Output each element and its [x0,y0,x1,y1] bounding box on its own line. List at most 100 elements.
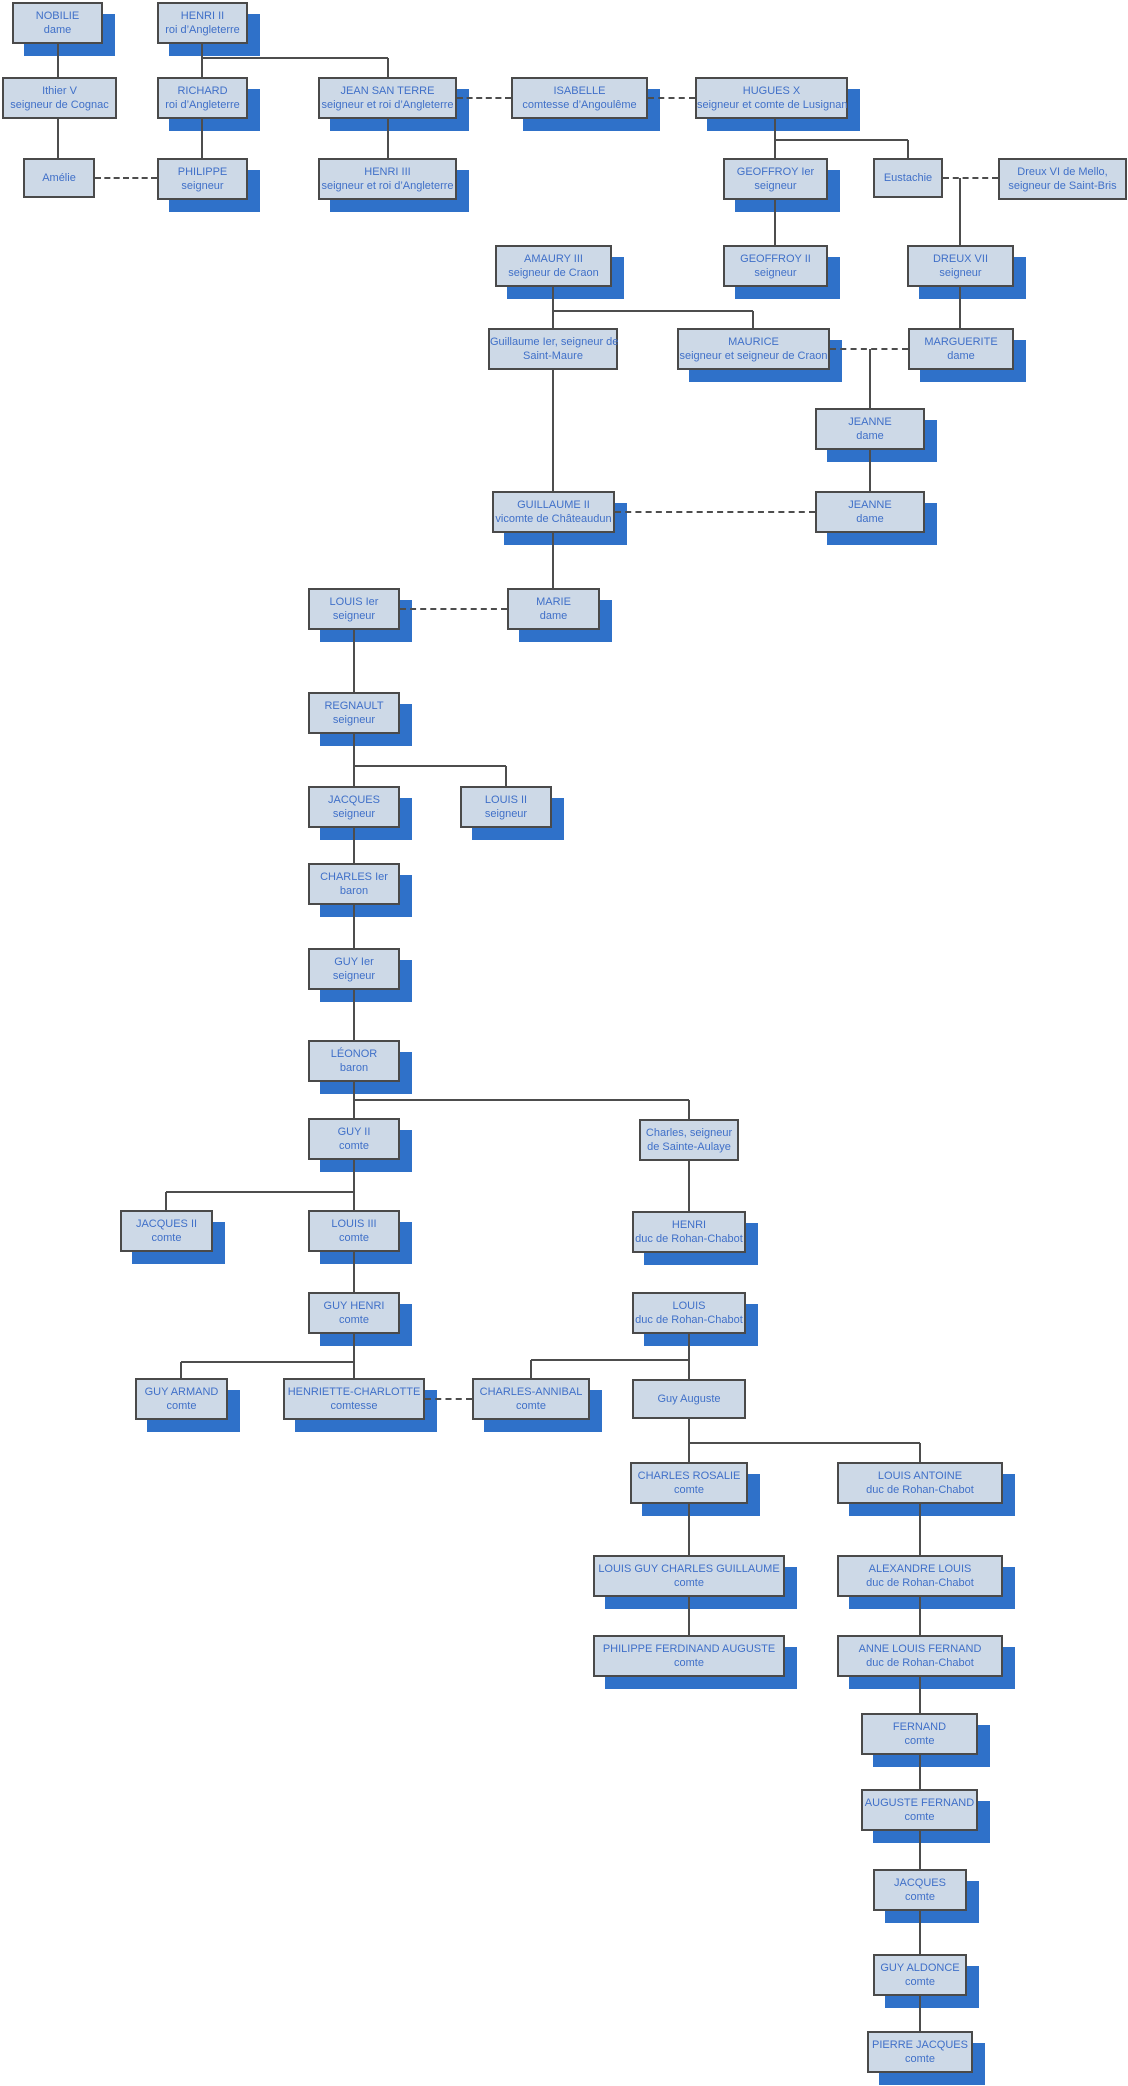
person-name: HUGUES X [742,85,801,97]
marriage-dashed-line [830,348,908,350]
person-title: comte [166,1400,197,1412]
person-name: HENRI II [180,10,225,22]
person-node-marguerite[interactable]: MARGUERITE dame [908,328,1014,370]
descent-connector-line [353,828,355,863]
descent-connector-line [688,1334,690,1379]
person-name: Dreux VI de Mello, [1017,166,1108,178]
descent-connector-line [919,1911,921,1954]
person-name: ANNE LOUIS FERNAND [858,1643,982,1655]
person-title: comte [151,1232,182,1244]
descent-connector-line [353,1160,355,1210]
descent-connector-line [201,44,203,77]
person-title: comte [674,1657,704,1669]
descent-connector-line [907,140,909,158]
person-title: comtesse d’Angoulême [522,99,637,111]
descent-connector-line [869,349,871,408]
person-node-jacques-ii[interactable]: JACQUES II comte [120,1210,213,1252]
person-name: GEOFFROY Ier [736,166,815,178]
person-title: comte [516,1400,546,1412]
person-name: DREUX VII [932,253,988,265]
descent-connector-line [531,1359,689,1361]
person-name: JEANNE [848,499,892,511]
person-title: seigneur [332,714,376,726]
person-name: GEOFFROY II [740,253,811,265]
person-title: baron [339,885,369,897]
person-name: GUY Ier [334,956,374,968]
person-title: comte [905,1976,935,1988]
descent-connector-line [688,1504,690,1555]
person-title: vicomte de Châteaudun [495,513,612,525]
person-name: Guillaume Ier, seigneur de [490,336,619,348]
person-node-guy-auguste: Guy Auguste [632,1379,746,1419]
person-name: LOUIS ANTOINE [877,1470,963,1482]
person-title: seigneur et comte de Lusignan [697,99,848,111]
descent-connector-line [959,287,961,328]
descent-connector-line [57,44,59,77]
descent-connector-line [166,1191,354,1193]
person-name: JACQUES II [135,1218,198,1230]
person-title: seigneur de Cognac [10,99,109,111]
person-node-hugues-x[interactable]: HUGUES X seigneur et comte de Lusignan [695,77,848,119]
person-title: duc de Rohan-Chabot [866,1577,974,1589]
descent-connector-line [180,1362,182,1378]
descent-connector-line [774,200,776,245]
person-name: MARGUERITE [924,336,998,348]
person-title: comtesse [330,1400,378,1412]
person-title: dame [947,350,975,362]
person-name: AUGUSTE FERNAND [864,1797,975,1809]
person-title: seigneur et roi d’Angleterre [321,99,454,111]
person-title: roi d’Angleterre [165,99,240,111]
descent-connector-line [353,734,355,786]
descent-connector-line [181,1361,354,1363]
person-name: HENRIETTE-CHARLOTTE [287,1386,421,1398]
person-title: seigneur [484,808,528,820]
person-name: PHILIPPE [177,166,228,178]
person-name: JEANNE [848,416,892,428]
person-node-henriette-charlotte[interactable]: HENRIETTE-CHARLOTTE comtesse [283,1378,425,1420]
person-title: baron [339,1062,369,1074]
descent-connector-line [57,119,59,158]
